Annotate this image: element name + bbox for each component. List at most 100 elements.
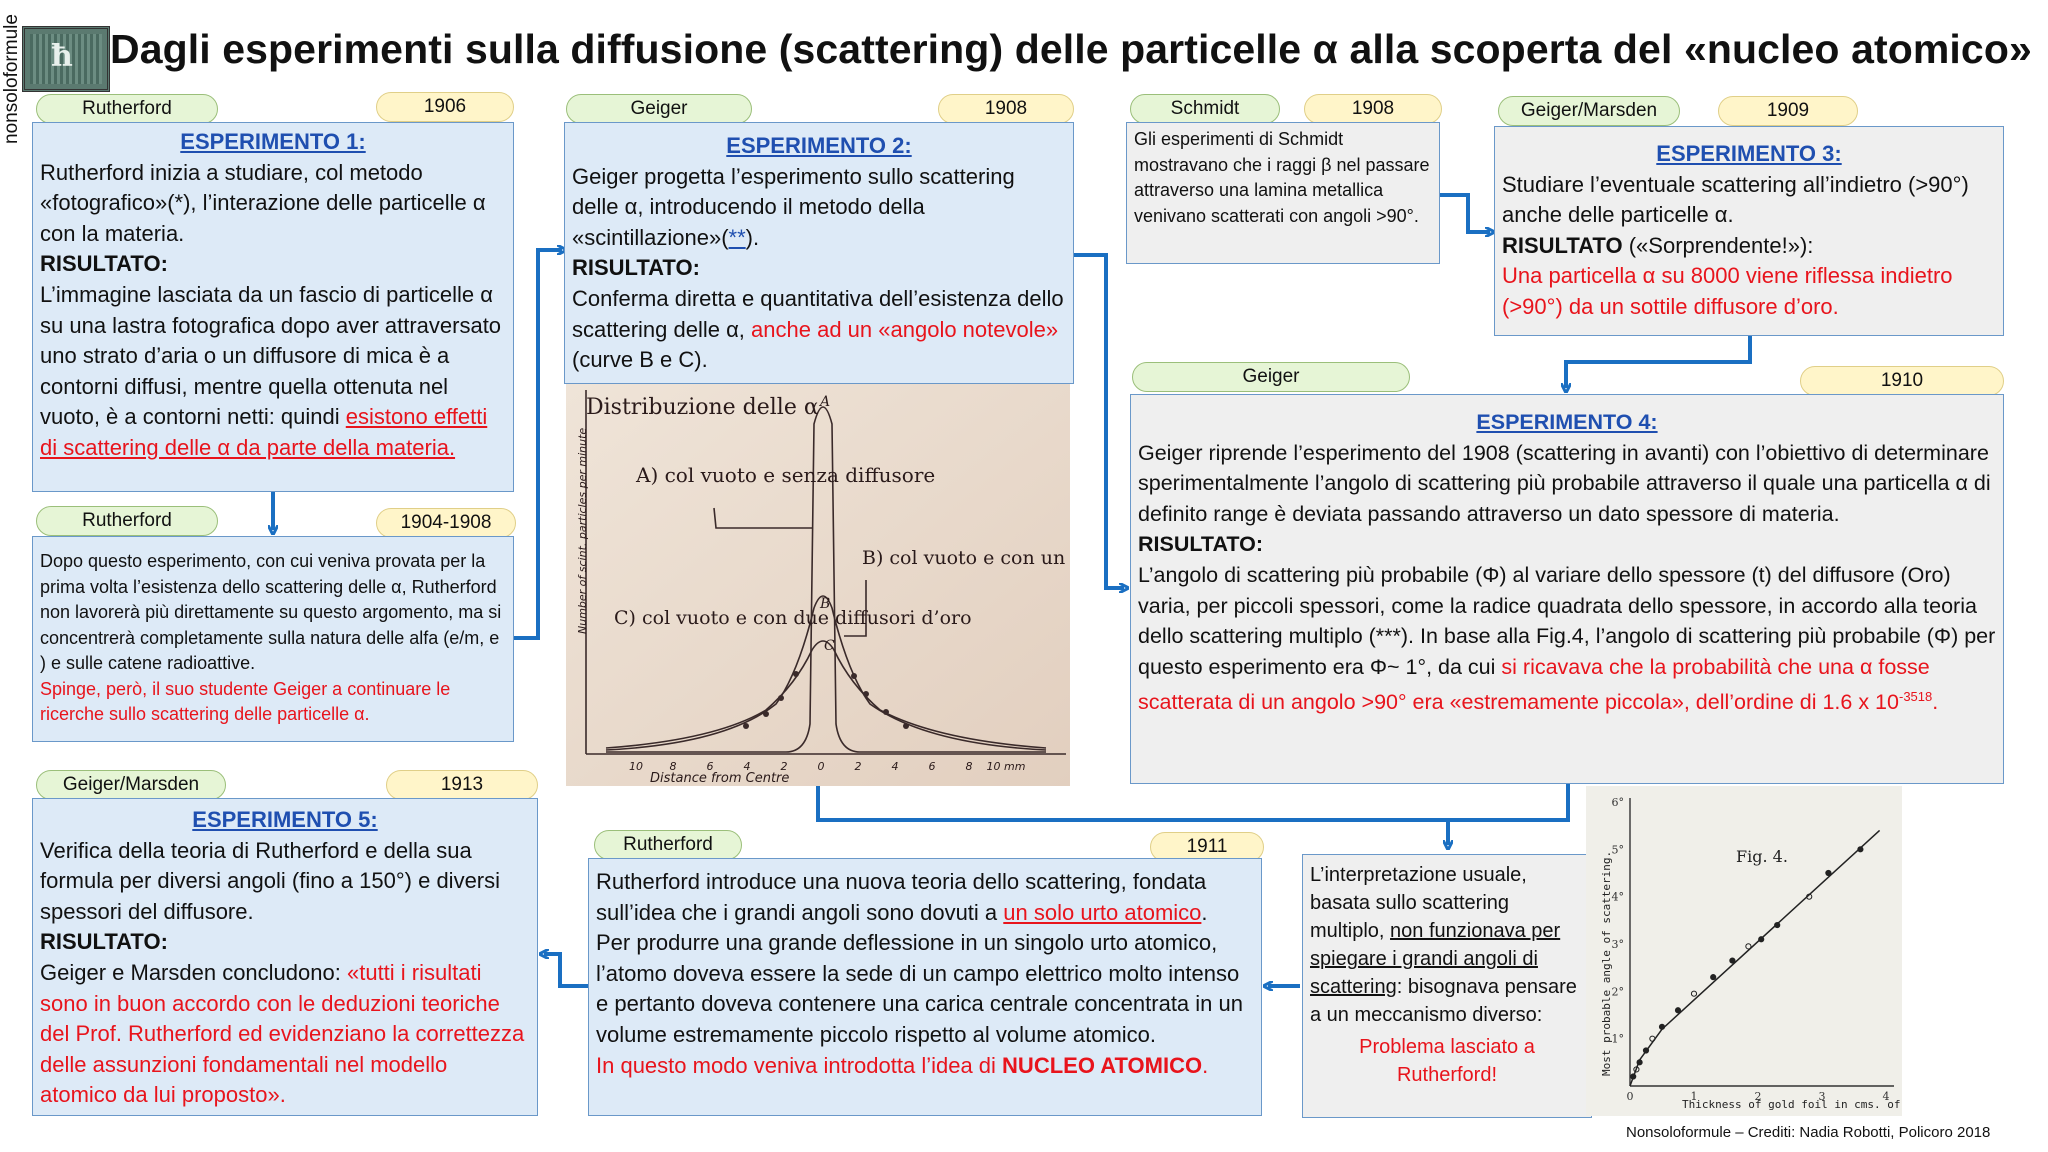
graph-x-tick: 6 bbox=[707, 760, 714, 773]
graph-x-tick: 2 bbox=[855, 760, 862, 773]
credit-line: Nonsoloformule – Crediti: Nadia Robotti,… bbox=[1626, 1124, 1991, 1141]
author-tag-1911: Rutherford bbox=[594, 830, 742, 860]
fig4-y-tick: 3° bbox=[1612, 938, 1625, 951]
arrow-schmidt-to-exp3 bbox=[1440, 193, 1490, 232]
interp-box: L’interpretazione usuale, basata sullo s… bbox=[1302, 854, 1592, 1118]
curve-b bbox=[605, 595, 1047, 751]
arrow-exp4-to-interp bbox=[816, 784, 1570, 845]
fig4-data-point bbox=[1633, 1066, 1640, 1073]
note-red-text: Spinge, però, il suo studente Geiger a c… bbox=[40, 678, 451, 725]
fig4-data-point bbox=[1774, 921, 1781, 929]
exp1-result-label: RISULTATO: bbox=[40, 251, 168, 277]
footnote-link[interactable]: ** bbox=[728, 224, 746, 250]
exp5-result-label: RISULTATO: bbox=[40, 929, 168, 955]
fig4-y-tick: 6° bbox=[1612, 796, 1625, 809]
fig4-data-point bbox=[1636, 1059, 1643, 1066]
interp-text: L’interpretazione usuale, basata sullo s… bbox=[1310, 864, 1577, 1026]
exp3-box: ESPERIMENTO 3: Studiare l’eventuale scat… bbox=[1494, 126, 2004, 336]
arrow-note-to-exp2 bbox=[514, 250, 562, 640]
fig4-y-tick: 1° bbox=[1612, 1033, 1625, 1046]
note-text: Dopo questo esperimento, con cui veniva … bbox=[40, 551, 502, 673]
fig4-title: Fig. 4. bbox=[1736, 847, 1788, 866]
fig4-data-point bbox=[1642, 1047, 1650, 1054]
alpha-distribution-graph: Distribuzione delle α A) col vuoto e sen… bbox=[566, 384, 1070, 786]
fig4-trend-line bbox=[1629, 829, 1881, 1087]
year-tag-exp3: 1909 bbox=[1718, 96, 1858, 126]
interp-red-text: Problema lasciato a Rutherford! bbox=[1359, 1036, 1535, 1086]
exp3-result: RISULTATO («Sorprendente!»): bbox=[1502, 232, 1814, 258]
year-tag-schmidt: 1908 bbox=[1304, 94, 1442, 124]
exp1911-box: Rutherford introduce una nuova teoria de… bbox=[588, 858, 1262, 1116]
exp1-text: Rutherford inizia a studiare, col metodo… bbox=[40, 159, 486, 246]
exp2-result-label: RISULTATO: bbox=[572, 255, 700, 281]
fig4-y-tick: 4° bbox=[1612, 891, 1625, 904]
fig4-x-tick: 3 bbox=[1819, 1090, 1826, 1103]
author-tag-note: Rutherford bbox=[36, 506, 218, 536]
exp4-box: ESPERIMENTO 4: Geiger riprende l’esperim… bbox=[1130, 394, 2004, 784]
svg-text:A: A bbox=[818, 394, 830, 410]
exp4-text: Geiger riprende l’esperimento del 1908 (… bbox=[1138, 440, 1991, 526]
exp1-box: ESPERIMENTO 1: Rutherford inizia a studi… bbox=[32, 122, 514, 492]
year-tag-exp5: 1913 bbox=[386, 770, 538, 800]
exp5-result-text: Geiger e Marsden concludono: «tutti i ri… bbox=[40, 959, 525, 1108]
author-tag-exp2: Geiger bbox=[566, 94, 752, 124]
graph-title: Distribuzione delle α bbox=[586, 395, 819, 420]
author-tag-exp1: Rutherford bbox=[36, 94, 218, 124]
fig4-y-tick: 5° bbox=[1612, 843, 1625, 856]
fig4-data-point bbox=[1710, 974, 1717, 981]
graph-label-a: A) col vuoto e senza diffusore bbox=[635, 463, 935, 487]
graph-x-tick: 0 bbox=[818, 760, 825, 773]
curve-c bbox=[605, 640, 1047, 749]
graph-x-tick: 10 bbox=[629, 760, 643, 773]
exp5-text: Verifica della teoria di Rutherford e de… bbox=[40, 837, 501, 924]
exp2-heading: ESPERIMENTO 2: bbox=[726, 133, 912, 158]
fig4-y-label: Most probable angle of scattering. bbox=[1600, 851, 1613, 1076]
exp5-heading: ESPERIMENTO 5: bbox=[192, 807, 378, 832]
svg-text:B: B bbox=[819, 596, 830, 612]
graph-x-tick: 8 bbox=[670, 760, 677, 773]
graph-x-tick: 6 bbox=[929, 760, 936, 773]
exp3-text: Studiare l’eventuale scattering all’indi… bbox=[1502, 171, 1969, 228]
exp3-heading: ESPERIMENTO 3: bbox=[1656, 141, 1842, 166]
exp1-heading: ESPERIMENTO 1: bbox=[180, 129, 366, 154]
exp1911-conclusion: In questo modo veniva introdotta l’idea … bbox=[596, 1052, 1209, 1078]
arrow-1911-to-exp5 bbox=[544, 954, 588, 988]
author-tag-schmidt: Schmidt bbox=[1130, 94, 1280, 124]
fig4-x-tick: 2 bbox=[1755, 1090, 1762, 1103]
year-tag-exp1: 1906 bbox=[376, 92, 514, 122]
graph-label-c: C) col vuoto e con due diffusori d’oro bbox=[614, 607, 972, 629]
year-tag-note: 1904-1908 bbox=[376, 508, 516, 538]
graph-x-tick: 2 bbox=[781, 760, 788, 773]
exp2-box: ESPERIMENTO 2: Geiger progetta l’esperim… bbox=[564, 122, 1074, 384]
author-tag-exp5: Geiger/Marsden bbox=[36, 770, 226, 800]
fig4-x-tick: 1 bbox=[1691, 1090, 1698, 1103]
fig4-data-point bbox=[1658, 1023, 1666, 1030]
exp4-result-label: RISULTATO: bbox=[1138, 532, 1264, 557]
exp5-box: ESPERIMENTO 5: Verifica della teoria di … bbox=[32, 798, 538, 1116]
exp4-heading: ESPERIMENTO 4: bbox=[1476, 410, 1658, 434]
page-title: Dagli esperimenti sulla diffusione (scat… bbox=[110, 26, 2032, 72]
year-tag-exp4: 1910 bbox=[1800, 366, 2004, 396]
fig4-data-point bbox=[1745, 943, 1752, 950]
exp4-result-text: L’angolo di scattering più probabile (Φ)… bbox=[1138, 562, 1996, 715]
exp2-result-text: Conferma diretta e quantitativa dell’esi… bbox=[572, 285, 1064, 373]
fig4-x-label: Thickness of gold foil in cms. of air. bbox=[1682, 1098, 1902, 1111]
fig4-data-point bbox=[1649, 1035, 1656, 1042]
fig4-data-point bbox=[1690, 990, 1698, 997]
author-tag-exp4: Geiger bbox=[1132, 362, 1410, 392]
arrow-exp3-to-exp4 bbox=[1566, 336, 1752, 388]
fig4-x-tick: 0 bbox=[1627, 1090, 1634, 1103]
exp1911-text: Rutherford introduce una nuova teoria de… bbox=[596, 869, 1208, 925]
graph-y-label: Number of scint. particles per minute bbox=[576, 428, 589, 634]
graph-x-tick: 10 mm bbox=[987, 760, 1026, 773]
fig4-data-point bbox=[1674, 1007, 1682, 1014]
graph-x-tick: 4 bbox=[744, 760, 751, 773]
schmidt-text: Gli esperimenti di Schmidt mostravano ch… bbox=[1134, 129, 1430, 226]
fig4-data-point bbox=[1729, 957, 1736, 964]
arrow-exp2-to-exp4 bbox=[1073, 253, 1124, 588]
exp2-text: Geiger progetta l’esperimento sullo scat… bbox=[572, 163, 1015, 250]
fig4-data-point bbox=[1806, 893, 1813, 900]
author-tag-exp3: Geiger/Marsden bbox=[1498, 96, 1680, 126]
fig4-data-point bbox=[1758, 936, 1765, 943]
